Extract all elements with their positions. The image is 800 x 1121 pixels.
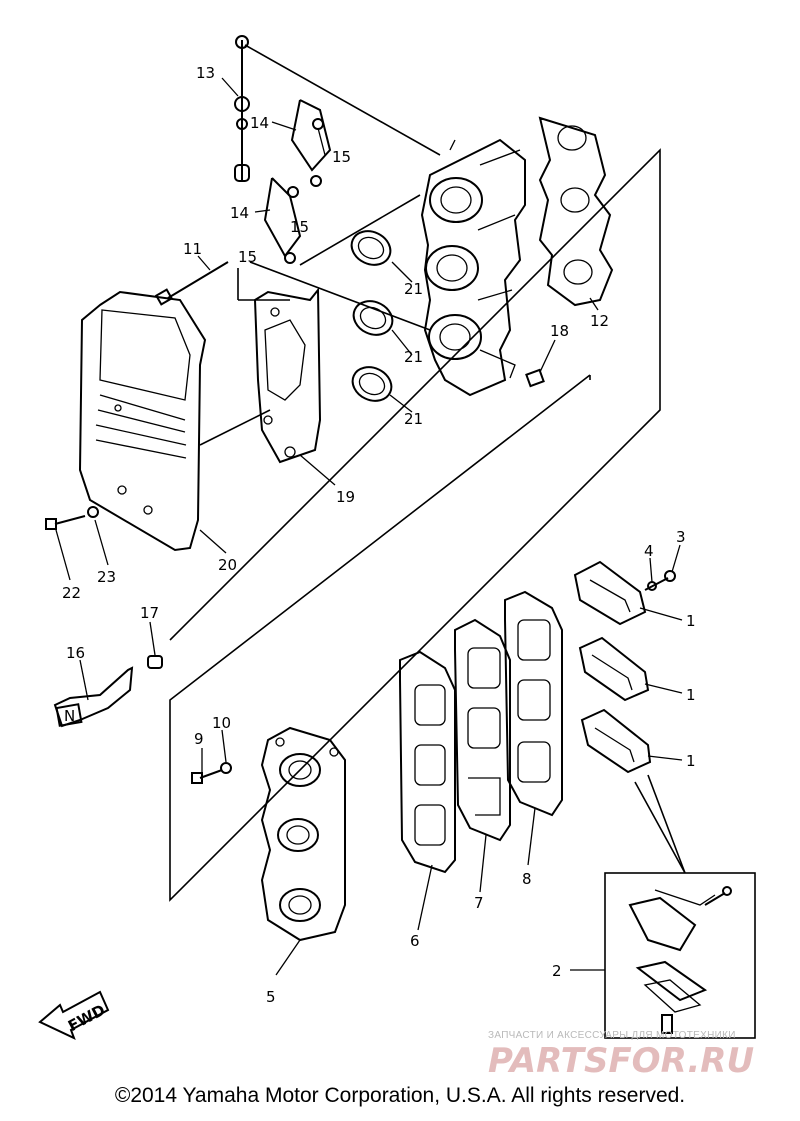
callout-21: 21: [404, 348, 423, 366]
grommet-part-15: [284, 118, 324, 264]
washer-part-23: [87, 506, 99, 518]
gasket-part-12: [538, 116, 614, 307]
carburetor-assembly: [420, 138, 526, 397]
gasket-part-7: [454, 618, 511, 842]
bolt-part-11: [154, 261, 229, 306]
callout-12: 12: [590, 312, 609, 330]
neutral-label: N: [64, 707, 75, 725]
callout-17: 17: [140, 604, 159, 622]
callout-14: 14: [250, 114, 269, 132]
reed-plate-part-5: [260, 726, 346, 942]
callout-9: 9: [194, 730, 204, 748]
callout-19: 19: [336, 488, 355, 506]
callout-8: 8: [522, 870, 532, 888]
screw-part-17: [147, 655, 163, 669]
callout-13: 13: [196, 64, 215, 82]
gasket-part-8: [504, 590, 563, 817]
bolt-part-22: [45, 515, 86, 530]
callout-1: 1: [686, 752, 696, 770]
callout-21: 21: [404, 410, 423, 428]
callout-20: 20: [218, 556, 237, 574]
leader-lines: [55, 77, 683, 976]
callout-5: 5: [266, 988, 276, 1006]
callout-18: 18: [550, 322, 569, 340]
callout-15: 15: [238, 248, 257, 266]
callout-22: 22: [62, 584, 81, 602]
linkage-rod-part-13: [234, 35, 250, 182]
callout-16: 16: [66, 644, 85, 662]
bracket-plate-part-19: [253, 287, 322, 464]
bolt-part-9: [191, 769, 223, 784]
reed-valve-detail-part-2: [604, 774, 756, 1039]
o-ring-part-21: [350, 230, 394, 402]
callout-7: 7: [474, 894, 484, 912]
callout-15: 15: [332, 148, 351, 166]
clip-part-14: [263, 99, 332, 258]
callout-21: 21: [404, 280, 423, 298]
fwd-label: FWD: [65, 1001, 108, 1035]
screw-part-3: [644, 570, 676, 591]
watermark-logo: PARTSFOR.RU: [488, 1041, 754, 1080]
callout-3: 3: [676, 528, 686, 546]
forward-direction-arrow: FWD: [38, 990, 110, 1040]
callout-4: 4: [644, 542, 654, 560]
callout-14: 14: [230, 204, 249, 222]
callout-2: 2: [552, 962, 562, 980]
nut-part-18: [525, 368, 545, 388]
callout-15: 15: [290, 218, 309, 236]
gasket-part-6: [399, 650, 456, 874]
callout-1: 1: [686, 686, 696, 704]
callout-10: 10: [212, 714, 231, 732]
callout-6: 6: [410, 932, 420, 950]
callout-numbers: 13 14 14 15 15 15 11 21 21 21 12 18 19 2…: [62, 64, 696, 1006]
watermark-tagline: ЗАПЧАСТИ И АКСЕССУАРЫ ДЛЯ МОТОТЕХНИКИ: [488, 1030, 736, 1041]
callout-11: 11: [183, 240, 202, 258]
copyright-notice: ©2014 Yamaha Motor Corporation, U.S.A. A…: [114, 1084, 686, 1107]
switch-part-16: N: [53, 666, 134, 728]
reed-valve-part-1: [573, 560, 652, 774]
callout-1: 1: [686, 612, 696, 630]
watermark-logo-text: PARTSFOR.RU: [488, 1041, 754, 1080]
callout-23: 23: [97, 568, 116, 586]
washer-part-10: [220, 762, 232, 774]
